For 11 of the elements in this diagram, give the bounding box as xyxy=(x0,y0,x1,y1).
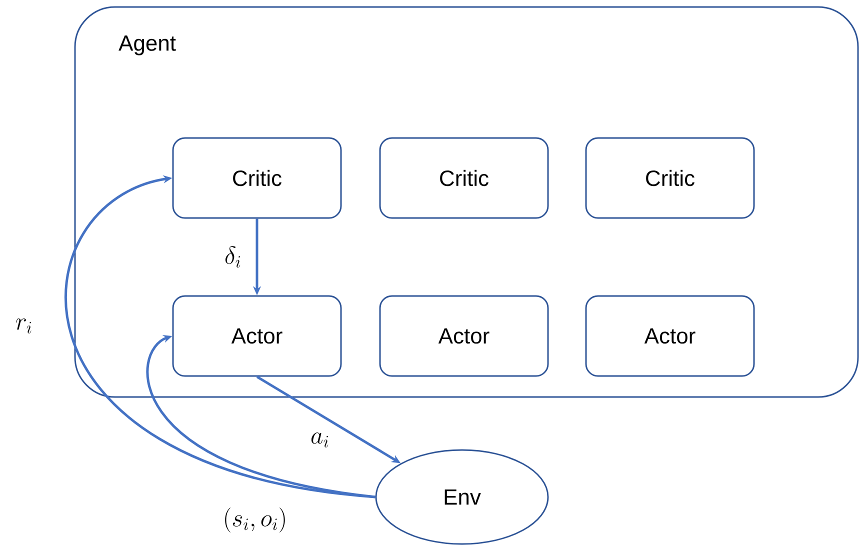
arrow xyxy=(146,334,376,498)
edge-label: $r_i$ xyxy=(13,316,35,336)
process-box: Actor xyxy=(585,295,755,377)
process-box: Critic xyxy=(172,137,342,219)
edge-label: $\delta_i$ xyxy=(222,244,244,270)
process-box: Actor xyxy=(379,295,549,377)
process-box: Critic xyxy=(585,137,755,219)
process-box: Critic xyxy=(379,137,549,219)
edge-label: $a_i$ xyxy=(308,430,332,450)
process-box: Actor xyxy=(172,295,342,377)
edge-label: $(s_i, o_i)$ xyxy=(220,506,290,534)
